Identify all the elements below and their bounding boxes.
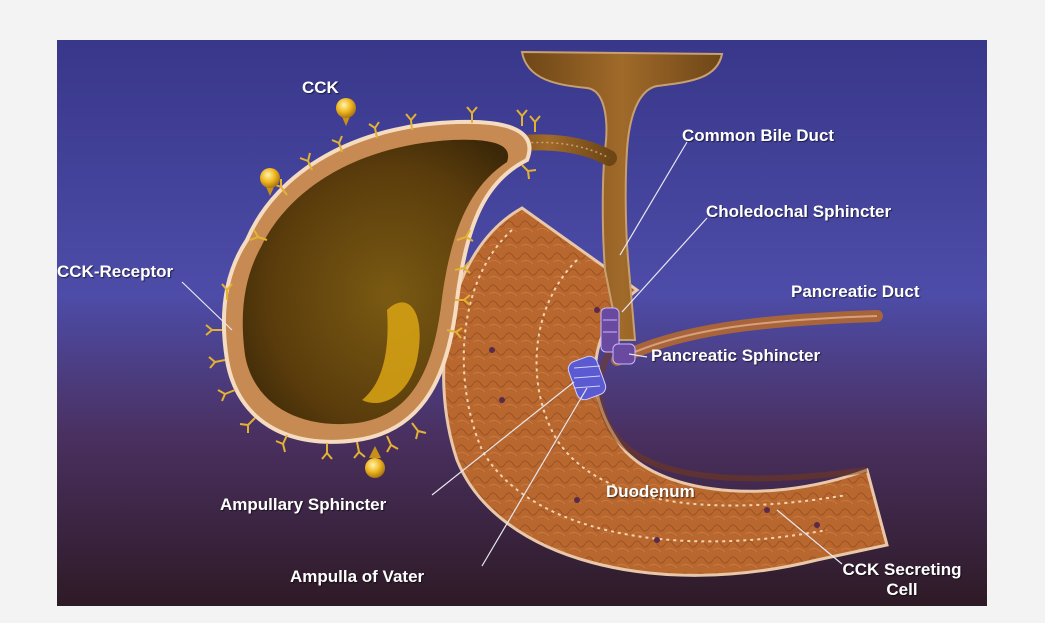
ampulla-of-vater-label: Ampulla of Vater: [290, 567, 424, 587]
diagram-frame: CCK Common Bile Duct Choledochal Sphinct…: [57, 40, 987, 606]
pancreatic-duct-label: Pancreatic Duct: [791, 282, 920, 302]
anatomy-illustration: [57, 40, 987, 606]
pancreatic-sphincter-label: Pancreatic Sphincter: [651, 346, 820, 366]
duodenum-label: Duodenum: [606, 482, 695, 502]
cck-label: CCK: [302, 78, 339, 98]
cck-secreting-cell-label-line2: Cell: [827, 580, 977, 600]
cck-receptor-label: CCK-Receptor: [57, 262, 173, 282]
cck-secreting-cell-label-line1: CCK Secreting: [827, 560, 977, 580]
cck-secreting-cell-label: CCK Secreting Cell: [827, 560, 977, 600]
choledochal-sphincter-label: Choledochal Sphincter: [706, 202, 891, 222]
common-bile-duct-label: Common Bile Duct: [682, 126, 834, 146]
ampullary-sphincter-label: Ampullary Sphincter: [220, 495, 386, 515]
